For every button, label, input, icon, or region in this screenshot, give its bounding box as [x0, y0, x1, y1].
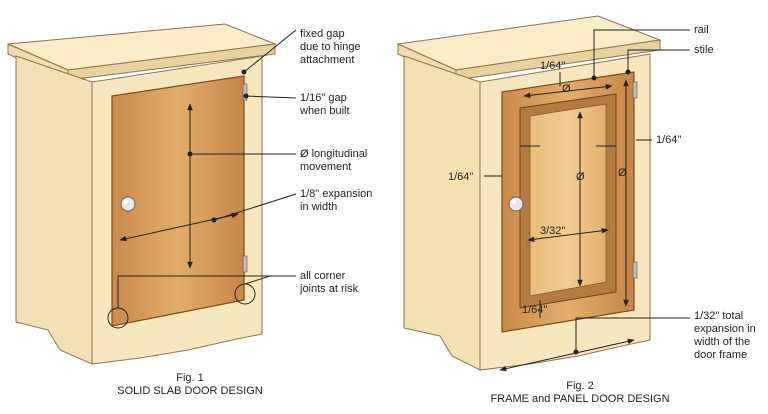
fig1-door-knob — [120, 196, 136, 212]
fig2-caption: Fig. 2 FRAME and PANEL DOOR DESIGN — [480, 380, 680, 406]
fig1-callout-hinge-gap: fixed gap due to hinge attachment — [300, 28, 361, 66]
fig2-callout-rail: rail — [694, 24, 709, 36]
fig2-dim-left-gap: 1/64" — [448, 171, 473, 183]
fig2-cabinet — [396, 15, 662, 371]
fig2-dim-stile-long: Ø — [618, 167, 627, 179]
fig2-cabinet-side — [403, 55, 481, 371]
fig1-hinge-bottom — [242, 255, 248, 273]
fig2-dim-panel-long: Ø — [576, 171, 585, 183]
fig2-rail-leader — [593, 29, 690, 78]
fig1-corner-leader — [117, 275, 296, 308]
fig2-hinge-top — [632, 81, 638, 99]
fig1-callout-corners: all corner joints at risk — [300, 270, 359, 295]
fig2-stile-leader — [627, 49, 690, 72]
fig2-hinge-bottom — [632, 261, 638, 279]
fig2-dim-rail-move: Ø — [562, 83, 571, 95]
fig2-dim-right-gap: 1/64" — [656, 134, 681, 146]
fig1-callout-built-gap: 1/16" gap when built — [300, 92, 350, 117]
fig2-panel-inner — [529, 103, 607, 297]
fig2-dim-bottom-gap: 1/64" — [522, 304, 547, 316]
fig2-dim-panel-width: 3/32" — [540, 225, 565, 237]
fig1-caption-number: Fig. 1 — [176, 372, 204, 384]
fig2-callout-total-expansion: 1/32" total expansion in width of the do… — [694, 310, 756, 361]
fig1-callout-longitudinal: Ø longitudinal movement — [300, 148, 368, 173]
fig2-dim-top-gap: 1/64" — [540, 60, 565, 72]
fig2-rail-arrow — [523, 83, 613, 99]
fig1-annotations — [107, 29, 297, 329]
fig1-callout-width: 1/8" expansion in width — [300, 188, 373, 213]
fig2-total-expansion-arrow — [499, 338, 635, 372]
fig1-door-slab — [111, 75, 245, 327]
fig2-panel-width-arrow — [527, 228, 609, 242]
fig2-door-knob — [508, 196, 524, 212]
fig1-hinge-top — [242, 83, 248, 101]
fig1-gap-leader — [243, 29, 297, 73]
fig1-gap-when-built-leader — [245, 95, 297, 99]
fig2-caption-title: FRAME and PANEL DOOR DESIGN — [490, 393, 670, 405]
fig2-caption-number: Fig. 2 — [566, 380, 594, 392]
fig1-caption-title: SOLID SLAB DOOR DESIGN — [117, 385, 263, 397]
fig2-callout-stile: stile — [694, 44, 714, 56]
fig2-total-leader — [575, 317, 690, 352]
fig1-cabinet-side — [15, 55, 93, 365]
fig2-annotations — [484, 29, 690, 372]
fig1-cabinet — [7, 23, 277, 365]
fig1-width-leader — [213, 193, 297, 221]
fig1-caption: Fig. 1 SOLID SLAB DOOR DESIGN — [90, 372, 290, 398]
